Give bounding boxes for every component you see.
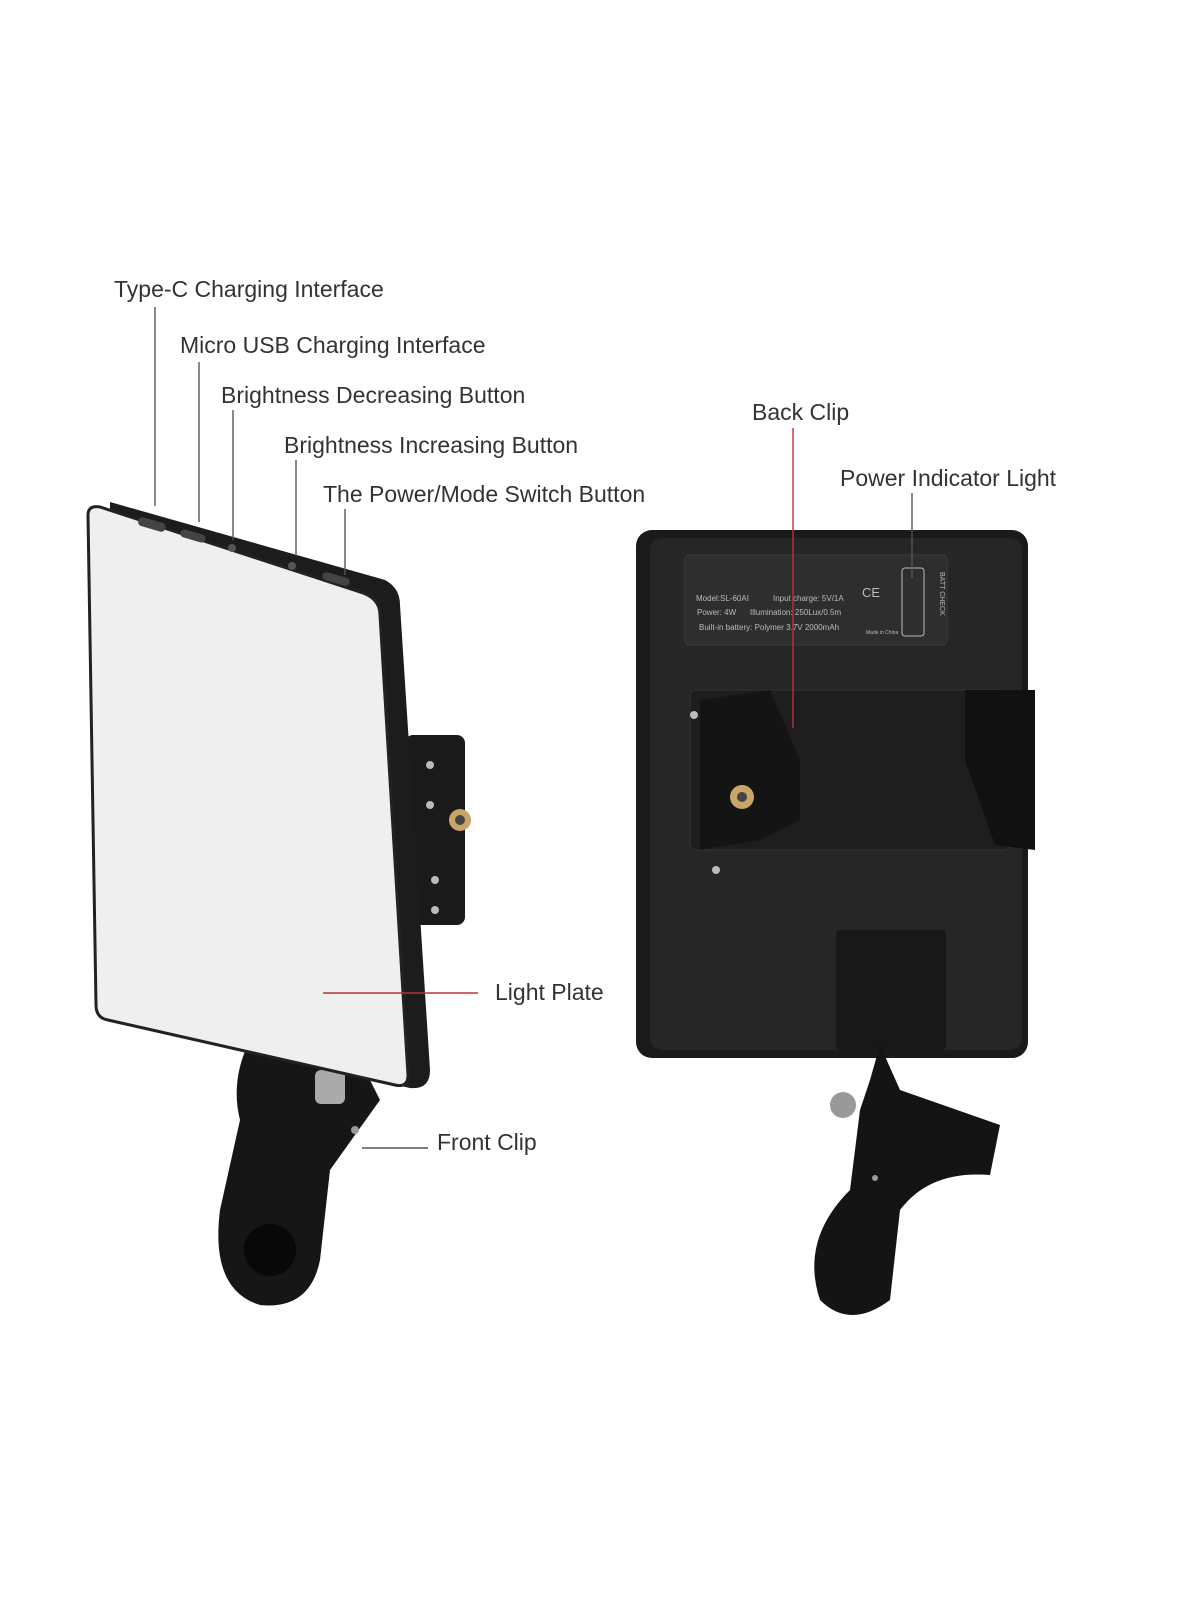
leader-lines (154, 307, 913, 1149)
label-illumination: Illumination: 250Lux/0.5m (750, 608, 842, 617)
label-front-clip: Front Clip (437, 1129, 537, 1155)
label-power-indicator: Power Indicator Light (840, 465, 1057, 491)
back-device: Model:SL-60AI Input charge: 5V/1A Power:… (636, 530, 1035, 1315)
label-power: Power: 4W (697, 608, 737, 617)
label-brightness-increase: Brightness Increasing Button (284, 432, 579, 458)
label-micro-usb-interface: Micro USB Charging Interface (180, 332, 486, 358)
label-model: Model:SL-60AI (696, 594, 749, 603)
label-type-c-interface: Type-C Charging Interface (114, 276, 384, 302)
label-back-clip: Back Clip (752, 399, 850, 425)
label-batt-check: BATT CHECK (938, 572, 945, 616)
label-battery: Built-in battery: Polymer 3.7V 2000mAh (699, 623, 839, 632)
label-made-in: Made in China (866, 630, 898, 636)
ce-mark: CE (862, 585, 880, 600)
label-brightness-decrease: Brightness Decreasing Button (221, 382, 526, 408)
label-input: Input charge: 5V/1A (773, 594, 844, 603)
front-device (86, 502, 471, 1306)
label-light-plate: Light Plate (495, 979, 604, 1005)
label-power-mode-button: The Power/Mode Switch Button (323, 481, 646, 507)
